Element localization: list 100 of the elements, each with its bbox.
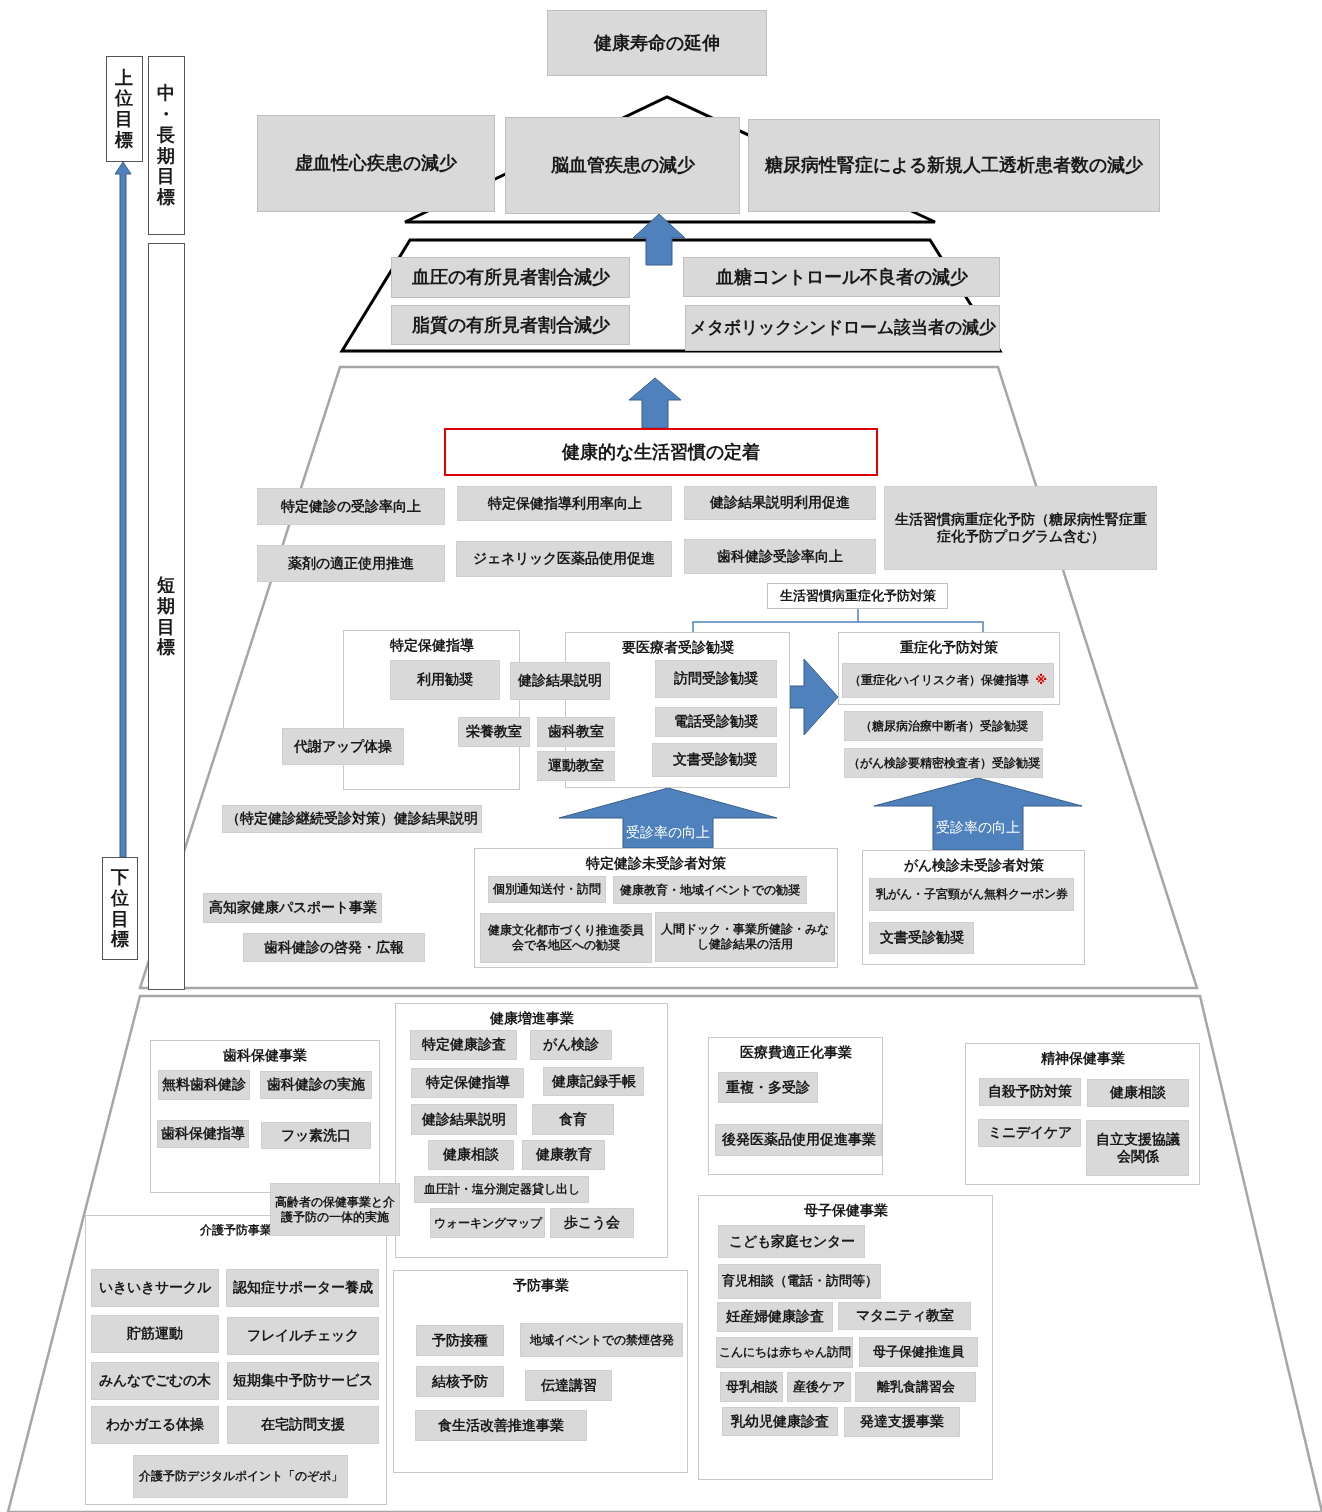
item-panel <box>91 1362 219 1400</box>
goal-text: 血圧の有所見者割合減少 <box>411 266 610 289</box>
item-text: 歯科健診受診率向上 <box>717 547 843 566</box>
item-panel <box>257 545 445 582</box>
item-text: こんにちは赤ちゃん訪問 <box>718 1345 851 1360</box>
level-label: 中・長期目標 <box>157 83 176 208</box>
item-panel <box>718 1225 865 1258</box>
item-text: 利用勧奨 <box>417 671 473 689</box>
block-arrow <box>628 377 682 429</box>
item-panel <box>390 660 500 700</box>
item-text: 妊産婦健康診査 <box>726 1308 824 1326</box>
item-text: マタニティ教室 <box>855 1307 954 1325</box>
item-text: 特定健診の受診率向上 <box>281 497 421 516</box>
item-text: 自殺予防対策 <box>988 1083 1072 1101</box>
item-text: 高齢者の保健事業と介護予防の一体的実施 <box>274 1194 396 1225</box>
item-text: みんなでごむの木 <box>99 1372 211 1390</box>
item-panel <box>1087 1079 1189 1107</box>
item-panel <box>532 1104 614 1135</box>
item-panel <box>415 1410 587 1441</box>
item-text: 特定保健指導利用率向上 <box>487 494 642 513</box>
item-panel <box>537 717 615 747</box>
item-text: 母乳相談 <box>725 1378 778 1396</box>
item-panel <box>416 1325 504 1356</box>
item-text: 健康教育 <box>535 1146 592 1164</box>
level-label: 上位目標 <box>115 67 134 151</box>
item-text: 健康教育・地域イベントでの勧奨 <box>620 882 800 898</box>
goal-text: 糖尿病性腎症による新規人工透析患者数の減少 <box>765 154 1143 177</box>
item-text: 血圧計・塩分測定器貸し出し <box>423 1182 580 1197</box>
item-panel <box>522 1140 605 1170</box>
item-panel <box>717 1302 833 1332</box>
item-panel <box>720 1372 783 1402</box>
item-panel <box>884 486 1157 570</box>
goal-text: 脂質の有所見者割合減少 <box>411 313 610 337</box>
group-panel <box>698 1195 993 1480</box>
item-text: 特定保健指導 <box>425 1074 510 1092</box>
item-text: 短期集中予防サービス <box>233 1372 373 1390</box>
item-text: 栄養教室 <box>466 723 522 741</box>
arrow <box>114 161 132 858</box>
item-panel <box>133 1455 348 1498</box>
item-panel <box>613 876 807 904</box>
item-panel <box>414 1176 589 1203</box>
item-panel <box>91 1406 219 1444</box>
item-text: 代謝アップ体操 <box>294 737 392 756</box>
item-panel <box>411 1068 524 1098</box>
item-text: こども家庭センター <box>728 1232 855 1251</box>
item-panel <box>260 1071 372 1099</box>
item-text: （重症化ハイリスク者）保健指導 <box>849 673 1030 688</box>
item-panel <box>1086 1120 1189 1176</box>
item-text: 文書受診勧奨 <box>879 929 964 947</box>
item-panel <box>844 748 1043 778</box>
item-text: 乳がん・子宮頸がん無料クーポン券 <box>875 887 1068 902</box>
item-panel <box>979 1078 1081 1106</box>
item-panel <box>869 878 1074 911</box>
item-panel <box>655 660 777 698</box>
item-panel <box>227 1317 379 1355</box>
item-panel <box>855 1372 976 1402</box>
group-panel <box>474 848 838 968</box>
item-panel <box>652 743 777 777</box>
item-panel <box>718 1264 881 1299</box>
group-title: 医療費適正化事業 <box>739 1044 852 1062</box>
group-title: 重症化予防対策 <box>900 639 998 657</box>
heading-panel <box>767 583 948 609</box>
goal-text: 健康寿命の延伸 <box>594 31 720 55</box>
item-panel <box>655 912 835 962</box>
item-text: 結核予防 <box>432 1372 488 1391</box>
item-text: 運動教室 <box>548 757 604 775</box>
item-panel <box>480 913 652 963</box>
item-panel <box>157 1120 249 1148</box>
item-panel <box>537 751 615 781</box>
item-text: ウォーキングマップ <box>433 1215 542 1231</box>
item-text: 健康文化都市づくり推進委員会で各地区への勧奨 <box>487 923 645 953</box>
goal-text: 虚血性心疾患の減少 <box>295 152 457 175</box>
item-text: 健康相談 <box>1110 1084 1166 1102</box>
item-panel <box>655 707 777 737</box>
goal-panel <box>391 257 630 298</box>
item-panel <box>684 539 876 574</box>
group-title: 健康増進事業 <box>489 1010 574 1028</box>
item-text: 発達支援事業 <box>860 1413 944 1431</box>
item-text: 歩こう会 <box>564 1214 620 1232</box>
goal-panel <box>505 117 740 214</box>
item-text: がん検診 <box>543 1036 599 1054</box>
item-panel <box>530 1030 612 1060</box>
item-text: 歯科健診の実施 <box>267 1076 365 1094</box>
goal-panel <box>257 115 495 212</box>
group-panel <box>393 1270 688 1473</box>
highlight-panel <box>444 428 878 476</box>
item-panel <box>684 486 876 520</box>
item-text: 母子保健推進員 <box>873 1343 964 1361</box>
group-title: 予防事業 <box>512 1277 569 1295</box>
note-mark: ※ <box>1035 673 1047 688</box>
item-text: 地域イベントでの禁煙啓発 <box>529 1332 674 1348</box>
item-text: 個別通知送付・訪問 <box>493 882 601 897</box>
item-panel <box>411 1104 517 1135</box>
item-text: 自立支援協議会関係 <box>1094 1130 1181 1166</box>
item-panel <box>488 876 606 903</box>
item-panel <box>510 662 610 700</box>
item-text: 薬剤の適正使用推進 <box>288 554 414 573</box>
item-panel <box>91 1315 219 1353</box>
edge-label: 受診率の向上 <box>936 819 1020 837</box>
item-panel <box>456 541 672 577</box>
